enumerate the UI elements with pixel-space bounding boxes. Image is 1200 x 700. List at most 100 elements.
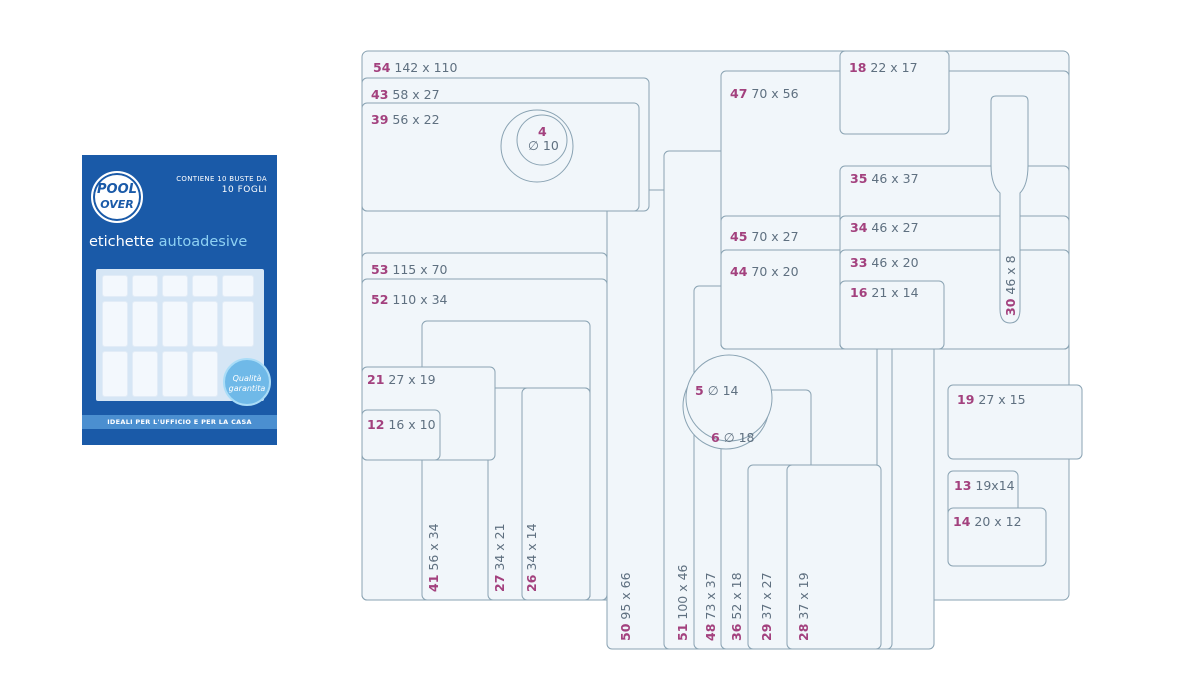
label-size: 115 x 70 xyxy=(392,262,448,277)
package-title-accent: autoadesive xyxy=(158,234,248,250)
package-footer-bar xyxy=(82,415,277,429)
mini-label xyxy=(132,275,158,297)
package-title-plain: etichette xyxy=(89,234,155,250)
label-code: 29 xyxy=(759,623,774,641)
label-size: 21 x 14 xyxy=(871,285,919,300)
mini-label xyxy=(102,351,128,397)
label-code: 53 xyxy=(371,262,389,277)
label-tag-5: 5∅ 14 xyxy=(695,383,738,398)
mini-label xyxy=(162,351,188,397)
label-size: 73 x 37 xyxy=(703,572,718,620)
package-title: etichette autoadesive xyxy=(89,234,247,250)
label-size: 110 x 34 xyxy=(392,292,448,307)
package-sheets-text: 10 FOGLI xyxy=(221,185,267,195)
label-tag-29: 29 37 x 27 xyxy=(759,572,774,641)
label-code: 27 xyxy=(492,574,507,592)
label-outline-28 xyxy=(786,464,882,650)
package-contains-text: CONTIENE 10 BUSTE DA xyxy=(176,175,267,183)
label-code: 16 xyxy=(850,285,868,300)
label-size: 56 x 22 xyxy=(392,112,440,127)
label-code: 44 xyxy=(730,264,748,279)
mini-label xyxy=(192,301,218,347)
label-code: 39 xyxy=(371,112,389,127)
label-outline-16 xyxy=(839,280,945,350)
mini-label xyxy=(132,351,158,397)
label-tag-50: 50 95 x 66 xyxy=(618,572,633,641)
label-size: 27 x 19 xyxy=(388,372,436,387)
label-code: 30 xyxy=(1003,298,1018,316)
label-size: 100 x 46 xyxy=(675,564,690,620)
quality-line-2: garantita xyxy=(228,384,266,393)
mini-label xyxy=(222,301,254,347)
mini-label xyxy=(162,301,188,347)
label-outline-14 xyxy=(947,507,1047,567)
quality-line-1: Qualità xyxy=(232,374,262,383)
label-code: 50 xyxy=(618,623,633,641)
label-size: 46 x 20 xyxy=(871,255,919,270)
label-size: 95 x 66 xyxy=(618,572,633,620)
label-code: 19 xyxy=(957,392,975,407)
logo-top-text: POOL xyxy=(97,182,137,197)
label-outline-12 xyxy=(361,409,441,461)
label-code: 12 xyxy=(367,417,385,432)
label-tag-36: 36 52 x 18 xyxy=(729,572,744,641)
label-code: 51 xyxy=(675,623,690,641)
label-code: 33 xyxy=(850,255,868,270)
mini-label xyxy=(132,301,158,347)
label-size: 46 x 37 xyxy=(871,171,919,186)
label-size: 20 x 12 xyxy=(974,514,1022,529)
label-code: 4 xyxy=(538,124,547,139)
label-size: 27 x 15 xyxy=(978,392,1026,407)
mini-label xyxy=(222,275,254,297)
label-size: 34 x 14 xyxy=(524,523,539,571)
label-size: 16 x 10 xyxy=(388,417,436,432)
package-footer-text: IDEALI PER L'UFFICIO E PER LA CASA xyxy=(107,418,252,426)
label-outline-30 xyxy=(990,95,1029,324)
mini-label xyxy=(192,275,218,297)
label-code: 14 xyxy=(953,514,971,529)
label-outline-4 xyxy=(516,114,568,166)
label-code: 47 xyxy=(730,86,748,101)
label-size: 22 x 17 xyxy=(870,60,918,75)
label-size: 70 x 27 xyxy=(751,229,799,244)
label-tag-51: 51 100 x 46 xyxy=(675,564,690,641)
label-size: ∅ 18 xyxy=(723,430,755,445)
label-code: 45 xyxy=(730,229,748,244)
label-size: 52 x 18 xyxy=(729,572,744,620)
mini-label xyxy=(162,275,188,297)
mini-label xyxy=(102,301,128,347)
label-outline-26 xyxy=(521,387,591,601)
mini-label xyxy=(102,275,128,297)
label-size: 46 x 27 xyxy=(871,220,919,235)
label-tag-28: 2837 x 19 xyxy=(796,572,811,641)
label-code: 26 xyxy=(524,574,539,592)
label-code: 28 xyxy=(796,623,811,641)
label-code: 52 xyxy=(371,292,389,307)
label-size: 70 x 20 xyxy=(751,264,799,279)
mini-label xyxy=(192,351,218,397)
label-size: ∅ 10 xyxy=(528,138,559,153)
label-tag-4-size: ∅ 10 xyxy=(528,138,559,153)
label-code: 54 xyxy=(373,60,391,75)
label-size: 37 x 27 xyxy=(759,572,774,620)
label-size: 142 x 110 xyxy=(394,60,458,75)
label-code: 36 xyxy=(729,623,744,641)
label-code: 6 xyxy=(711,430,720,445)
